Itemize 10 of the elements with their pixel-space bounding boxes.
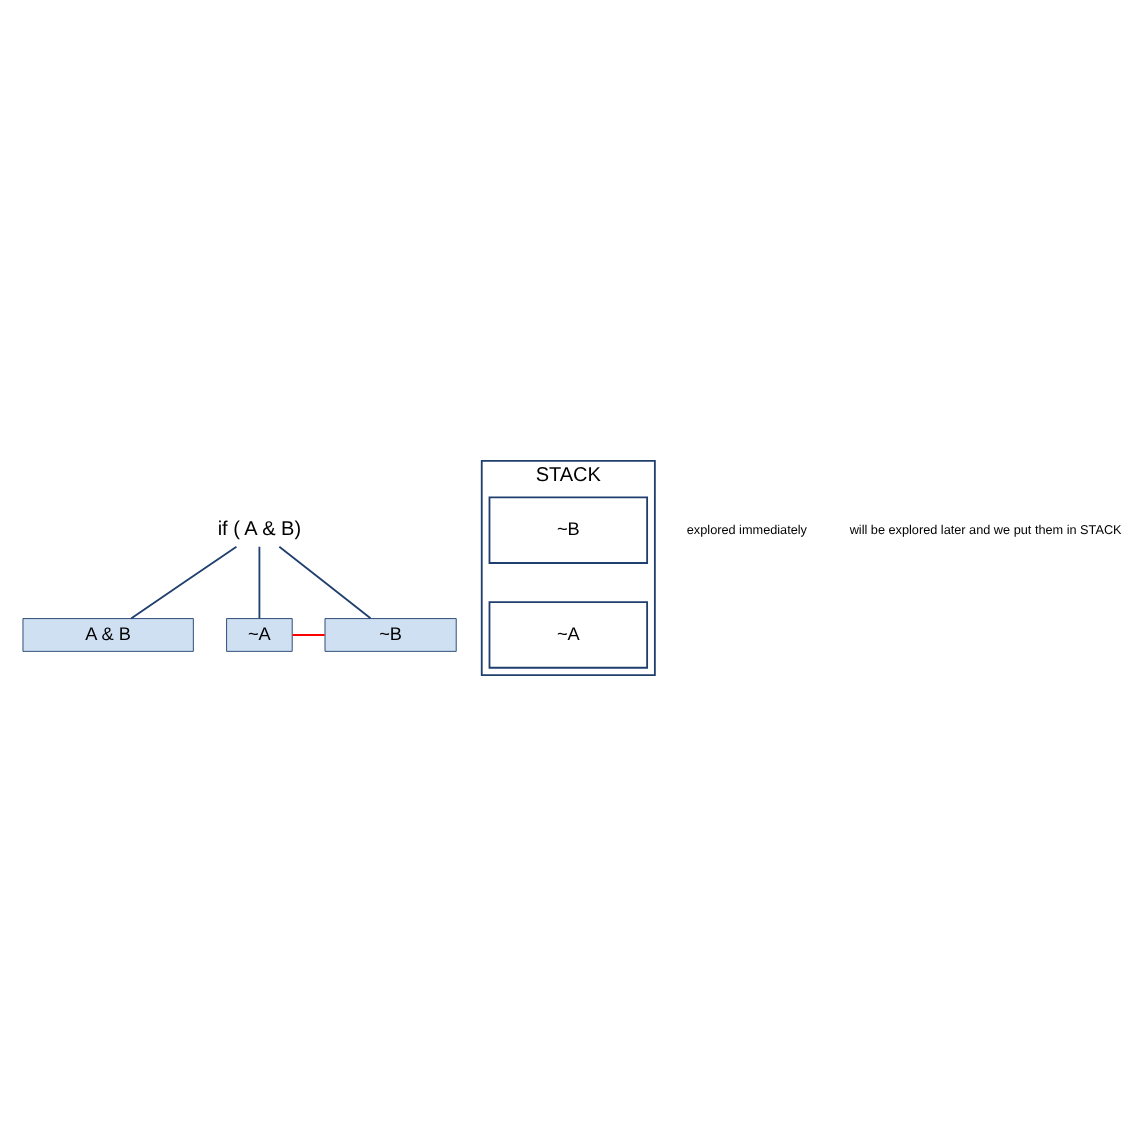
connector [278,544,372,619]
node-text: if ( A & B) [217,518,302,541]
connector [258,544,261,619]
node-box: ~A [226,617,293,651]
node-box: ~B [324,617,457,651]
node-box: ~B [488,495,649,563]
node-box: ~A [488,600,649,668]
connector [291,633,326,635]
node-box: A & B [22,617,194,651]
connector [130,544,238,619]
